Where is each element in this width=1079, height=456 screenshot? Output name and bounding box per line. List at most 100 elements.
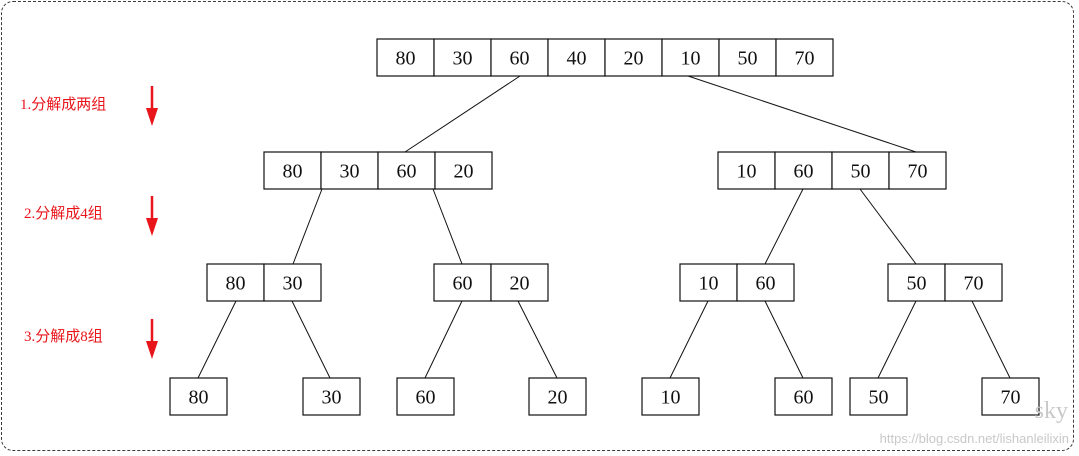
cell-value: 40 bbox=[567, 48, 587, 70]
array-cell bbox=[376, 38, 435, 77]
array-group: 60 bbox=[774, 377, 833, 416]
array-cell bbox=[775, 38, 834, 77]
connector-line bbox=[517, 300, 558, 379]
step-1: 1.分解成两组 bbox=[20, 86, 158, 126]
array-cell bbox=[774, 377, 833, 416]
cell-value: 50 bbox=[851, 161, 871, 183]
array-cell bbox=[396, 377, 455, 416]
cell-value: 30 bbox=[453, 48, 473, 70]
connector-line bbox=[432, 188, 463, 265]
array-cell bbox=[490, 263, 549, 302]
cell-value: 60 bbox=[756, 273, 776, 295]
array-cell bbox=[641, 377, 700, 416]
array-cell bbox=[718, 38, 777, 77]
array-cell bbox=[528, 377, 587, 416]
connector-line bbox=[669, 300, 709, 379]
connector-line bbox=[764, 188, 804, 265]
connector-line bbox=[877, 300, 917, 379]
cell-value: 70 bbox=[795, 48, 815, 70]
cell-value: 80 bbox=[283, 161, 303, 183]
array-cell bbox=[302, 377, 361, 416]
array-group: 80 bbox=[169, 377, 228, 416]
connector-line bbox=[292, 188, 323, 265]
array-cell bbox=[547, 38, 606, 77]
array-cell bbox=[944, 263, 1003, 302]
array-group: 60 20 bbox=[433, 263, 549, 302]
array-cell bbox=[433, 38, 492, 77]
array-boxes: 80 30 60 40 20 10 50 70 80 30 60 20 10 60 50 70 80 30 60 20… bbox=[169, 38, 1040, 416]
connector-line bbox=[859, 188, 917, 265]
cell-value: 10 bbox=[699, 273, 719, 295]
array-cell bbox=[849, 377, 908, 416]
array-cell bbox=[736, 263, 795, 302]
cell-value: 10 bbox=[681, 48, 701, 70]
array-cell bbox=[263, 151, 322, 190]
connector-line bbox=[404, 75, 521, 153]
array-group: 10 bbox=[641, 377, 700, 416]
cell-value: 60 bbox=[416, 387, 436, 409]
cell-value: 60 bbox=[794, 161, 814, 183]
step-label-1: 1.分解成两组 bbox=[20, 96, 106, 113]
connector-line bbox=[687, 75, 917, 153]
array-group: 10 60 bbox=[679, 263, 795, 302]
cell-value: 20 bbox=[510, 273, 530, 295]
array-group: 10 60 50 70 bbox=[717, 151, 947, 190]
cell-value: 50 bbox=[907, 273, 927, 295]
array-group: 20 bbox=[528, 377, 587, 416]
down-arrow-icon bbox=[146, 86, 158, 126]
array-group: 80 30 bbox=[206, 263, 322, 302]
array-cell bbox=[887, 263, 946, 302]
array-cell bbox=[169, 377, 228, 416]
array-group: 50 bbox=[849, 377, 908, 416]
cell-value: 50 bbox=[869, 387, 889, 409]
array-cell bbox=[433, 263, 492, 302]
array-group: 30 bbox=[302, 377, 361, 416]
cell-value: 20 bbox=[454, 161, 474, 183]
array-cell bbox=[320, 151, 379, 190]
cell-value: 60 bbox=[453, 273, 473, 295]
watermark-url: https://blog.csdn.net/lishanleilixin bbox=[880, 431, 1069, 446]
cell-value: 20 bbox=[548, 387, 568, 409]
array-cell bbox=[206, 263, 265, 302]
watermark-name: sky bbox=[1035, 398, 1068, 424]
step-3: 3.分解成8组 bbox=[24, 319, 158, 359]
down-arrow-icon bbox=[146, 196, 158, 236]
cell-value: 10 bbox=[661, 387, 681, 409]
cell-value: 10 bbox=[737, 161, 757, 183]
cell-value: 80 bbox=[226, 273, 246, 295]
connector-lines bbox=[197, 75, 1011, 379]
array-cell bbox=[661, 38, 720, 77]
array-cell bbox=[263, 263, 322, 302]
array-cell bbox=[981, 377, 1040, 416]
cell-value: 60 bbox=[794, 387, 814, 409]
connector-line bbox=[971, 300, 1011, 379]
connector-line bbox=[764, 300, 804, 379]
array-cell bbox=[831, 151, 890, 190]
array-cell bbox=[604, 38, 663, 77]
cell-value: 70 bbox=[964, 273, 984, 295]
down-arrow-icon bbox=[146, 319, 158, 359]
step-label-2: 2.分解成4组 bbox=[24, 205, 103, 222]
cell-value: 70 bbox=[908, 161, 928, 183]
step-2: 2.分解成4组 bbox=[24, 196, 158, 236]
cell-value: 30 bbox=[283, 273, 303, 295]
cell-value: 70 bbox=[1001, 387, 1021, 409]
array-cell bbox=[888, 151, 947, 190]
cell-value: 80 bbox=[396, 48, 416, 70]
array-cell bbox=[434, 151, 493, 190]
cell-value: 60 bbox=[510, 48, 530, 70]
step-label-3: 3.分解成8组 bbox=[24, 328, 103, 345]
connector-line bbox=[197, 300, 237, 379]
array-cell bbox=[717, 151, 776, 190]
array-group: 60 bbox=[396, 377, 455, 416]
cell-value: 20 bbox=[624, 48, 644, 70]
cell-value: 30 bbox=[322, 387, 342, 409]
cell-value: 50 bbox=[738, 48, 758, 70]
connector-line bbox=[291, 300, 331, 379]
cell-value: 80 bbox=[189, 387, 209, 409]
connector-line bbox=[424, 300, 463, 379]
cell-value: 60 bbox=[397, 161, 417, 183]
